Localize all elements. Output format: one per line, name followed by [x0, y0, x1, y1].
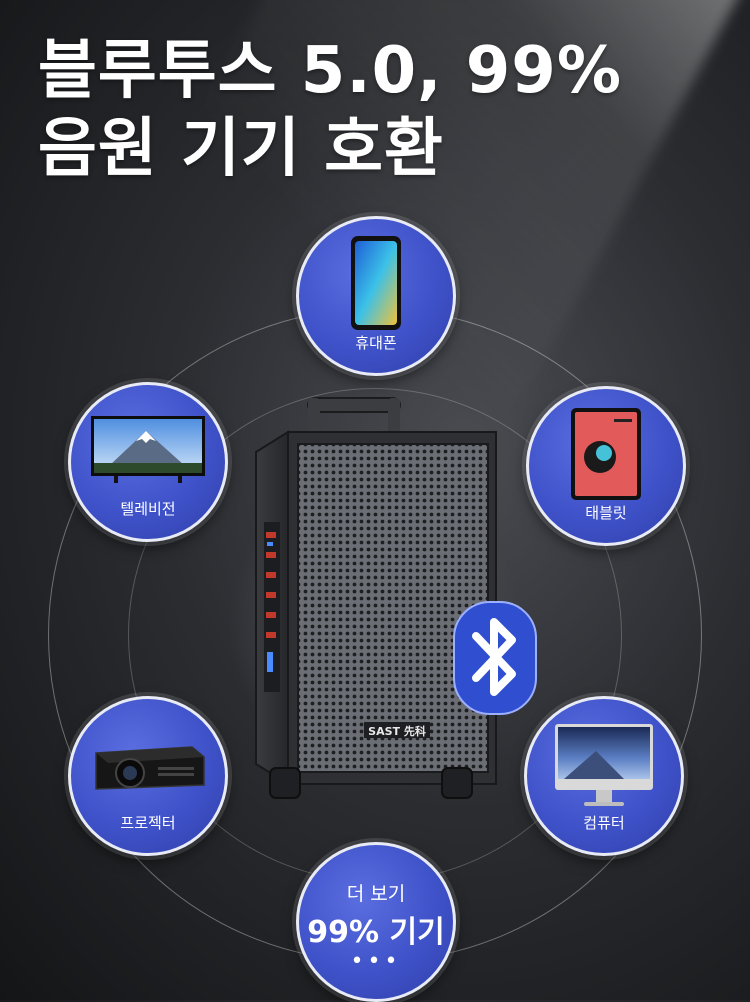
smartphone-icon	[351, 236, 401, 330]
bluetooth-icon	[453, 601, 537, 715]
device-tablet: 태블릿	[526, 386, 686, 546]
more-devices-title: 더 보기	[346, 883, 406, 905]
device-tv-label: 텔레비전	[120, 500, 176, 518]
device-phone: 휴대폰	[296, 216, 456, 376]
more-devices: 더 보기 99% 기기 •••	[296, 842, 456, 1002]
brand-badge: SAST 先科	[368, 724, 426, 738]
projector-icon	[95, 746, 205, 790]
device-tv: 텔레비전	[68, 382, 228, 542]
monitor-icon	[555, 724, 653, 806]
page-title: 블루투스 5.0, 99% 음원 기기 호환	[38, 32, 622, 188]
device-computer-label: 컴퓨터	[583, 814, 625, 832]
speaker-image: SAST 先科	[255, 397, 497, 799]
device-phone-label: 휴대폰	[355, 334, 397, 352]
television-icon	[91, 416, 205, 483]
device-projector: 프로젝터	[68, 696, 228, 856]
headline-line-1: 블루투스 5.0, 99%	[38, 34, 622, 108]
headline-line-2: 음원 기기 호환	[38, 112, 444, 186]
device-computer: 컴퓨터	[524, 696, 684, 856]
more-devices-dots: •••	[350, 949, 402, 974]
tablet-icon	[571, 408, 641, 500]
device-tablet-label: 태블릿	[585, 504, 627, 522]
device-projector-label: 프로젝터	[120, 814, 176, 832]
more-devices-count: 99% 기기	[307, 915, 445, 950]
